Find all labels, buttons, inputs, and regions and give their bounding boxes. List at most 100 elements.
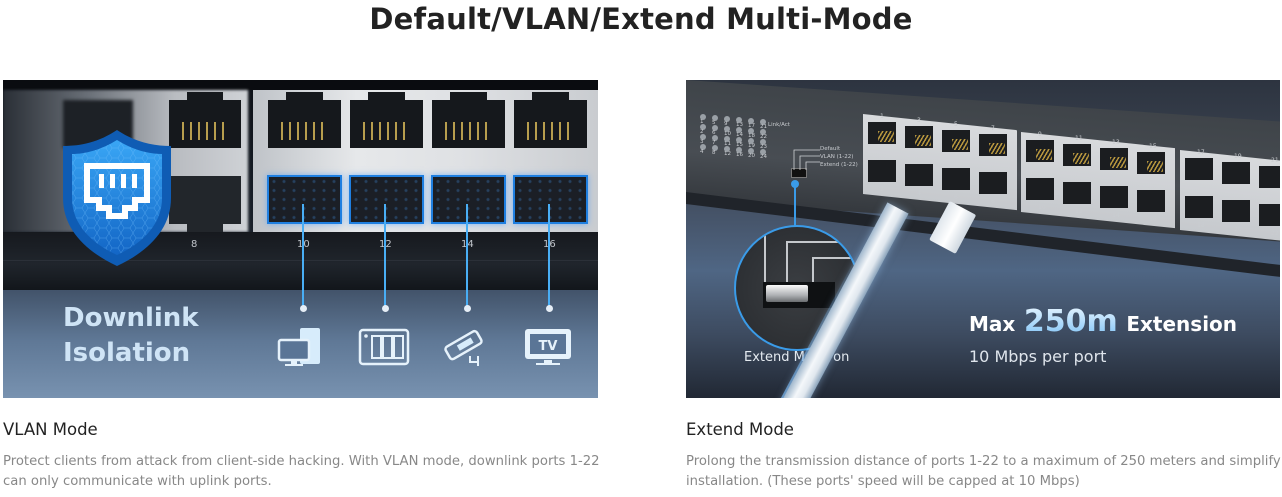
vlan-mode-description: Protect clients from attack from client-…	[3, 454, 600, 489]
connector-line-14	[466, 204, 468, 308]
led-indicator	[724, 116, 730, 122]
port-bottom	[1063, 182, 1091, 204]
port-bottom	[1026, 178, 1054, 200]
port-number-top: 9	[1038, 131, 1042, 138]
led-number: 4	[700, 149, 704, 155]
port-bottom	[942, 168, 970, 190]
tv-icon: TV	[525, 329, 571, 365]
led-indicator	[700, 114, 706, 120]
speed-per-port-note: 10 Mbps per port	[969, 347, 1107, 366]
port-bottom	[1222, 200, 1250, 222]
led-indicator	[760, 139, 766, 145]
max-distance-value: 250m	[1023, 304, 1118, 339]
port-number-bottom: 8	[991, 198, 995, 205]
max-extension-headline: Max 250m Extension	[969, 304, 1238, 339]
connector-dot-12	[382, 305, 389, 312]
led-indicator	[760, 129, 766, 135]
mode-switch-leader-lines	[793, 149, 820, 170]
led-number: 14	[736, 132, 743, 138]
port-label-8: 8	[191, 239, 198, 250]
led-number: 23	[760, 144, 767, 150]
led-number: 15	[736, 142, 743, 148]
computer-icon	[277, 328, 320, 366]
led-indicator	[712, 145, 718, 151]
ethernet-port-shield-icon	[63, 130, 171, 266]
led-number: 21	[760, 124, 767, 130]
led-number: 19	[748, 143, 755, 149]
port-number-top: 13	[1112, 139, 1120, 146]
port-number-top: 3	[917, 117, 921, 124]
connector-line-10	[302, 204, 304, 308]
port-bottom	[979, 172, 1007, 194]
led-indicator	[724, 136, 730, 142]
led-indicator	[760, 149, 766, 155]
led-indicator	[700, 134, 706, 140]
extend-mode-heading: Extend Mode	[686, 420, 794, 439]
port-bottom	[868, 160, 896, 182]
led-number: 9	[724, 121, 728, 127]
port-16-highlighted	[513, 175, 588, 224]
led-number: 17	[748, 123, 755, 129]
led-indicator	[760, 119, 766, 125]
led-number: 8	[712, 150, 716, 156]
port-number-bottom: 16	[1149, 216, 1157, 223]
page-title: Default/VLAN/Extend Multi-Mode	[369, 2, 913, 36]
mode-selector-switch	[791, 168, 807, 178]
connector-line-12	[384, 204, 386, 308]
port-12-highlighted	[349, 175, 424, 224]
port-number-bottom: 12	[1075, 208, 1083, 215]
port-top	[1185, 158, 1213, 180]
port-10-highlighted	[267, 175, 342, 224]
port-top-11	[350, 92, 423, 148]
led-indicator	[712, 135, 718, 141]
switch-knob-extend-position	[766, 285, 808, 302]
led-indicator	[736, 147, 742, 153]
led-number: 12	[724, 151, 731, 157]
led-indicator	[736, 117, 742, 123]
led-number: 10	[724, 131, 731, 137]
port-top	[979, 134, 1007, 156]
port-14-highlighted	[431, 175, 506, 224]
port-top	[1100, 148, 1128, 170]
callout-connector-dot	[791, 180, 799, 188]
port-number-top: 19	[1234, 153, 1242, 160]
port-number-top: 1	[880, 113, 884, 120]
extend-mode-description: Prolong the transmission distance of por…	[686, 454, 1281, 489]
switch-option-extend: Extend (1-22)	[820, 162, 858, 168]
port-bottom	[905, 164, 933, 186]
port-bottom	[1100, 186, 1128, 208]
led-indicator	[700, 124, 706, 130]
port-number-bottom: 22	[1271, 230, 1279, 237]
led-number: 18	[748, 133, 755, 139]
led-indicator	[748, 138, 754, 144]
port-number-bottom: 14	[1112, 212, 1120, 219]
port-top-blurred-2	[169, 92, 241, 148]
port-top	[1222, 162, 1250, 184]
led-number: 16	[736, 152, 743, 158]
switch-option-vlan: VLAN (1-22)	[820, 154, 854, 160]
port-top	[905, 126, 933, 148]
led-number: 5	[712, 120, 716, 126]
port-number-bottom: 10	[1038, 204, 1046, 211]
port-top	[1137, 152, 1165, 174]
svg-text:TV: TV	[539, 339, 558, 354]
port-number-top: 5	[954, 121, 958, 128]
connector-dot-16	[546, 305, 553, 312]
port-top	[1063, 144, 1091, 166]
led-indicator	[736, 137, 742, 143]
led-number: 22	[760, 134, 767, 140]
port-number-top: 21	[1271, 157, 1279, 164]
port-number-bottom: 2	[880, 186, 884, 193]
led-indicator	[748, 148, 754, 154]
led-number: 2	[700, 129, 704, 135]
port-number-top: 17	[1197, 149, 1205, 156]
led-number: 1	[700, 119, 704, 125]
vlan-mode-heading: VLAN Mode	[3, 420, 98, 439]
led-indicator	[712, 125, 718, 131]
port-top-13	[432, 92, 505, 148]
port-number-bottom: 4	[917, 190, 921, 197]
nas-storage-icon	[358, 328, 410, 366]
port-top	[868, 122, 896, 144]
